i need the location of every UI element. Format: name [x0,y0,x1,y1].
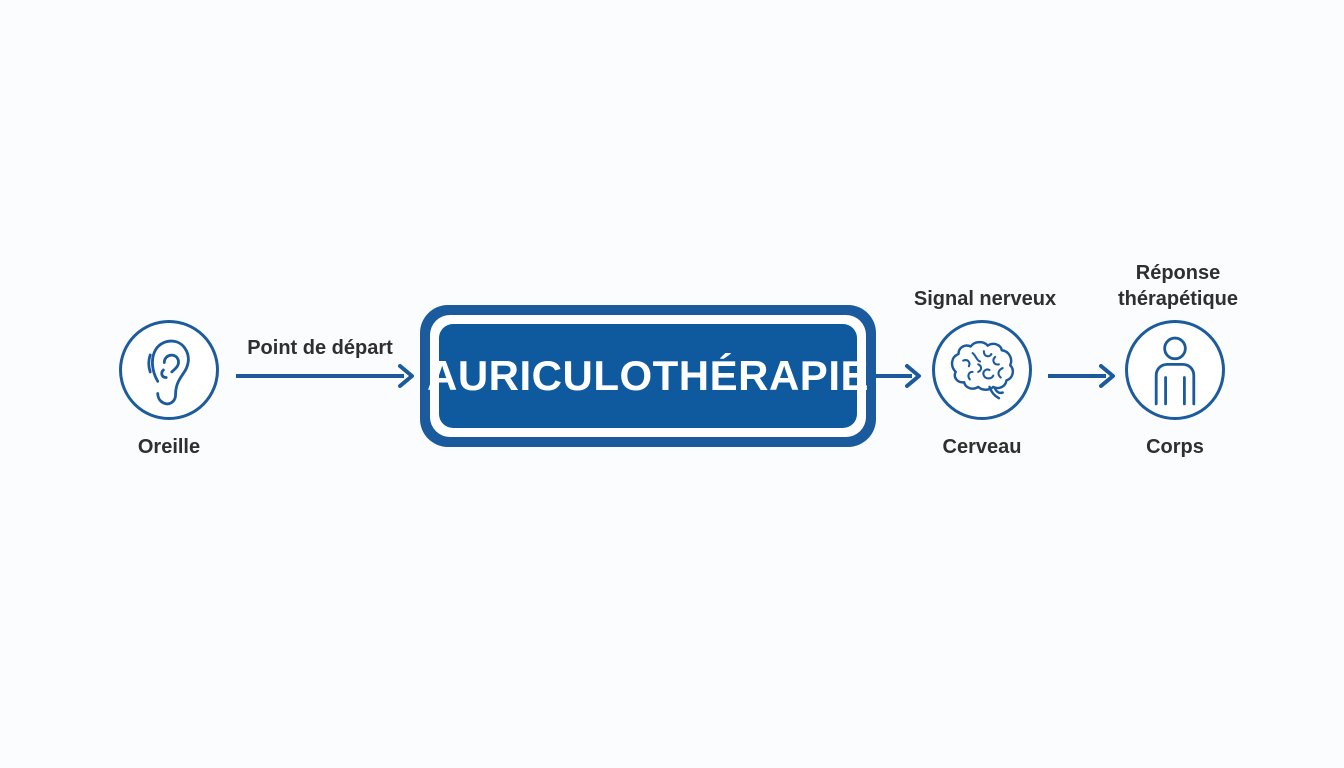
edge-label-starting-point: Point de départ [247,337,393,359]
arrow-ear-to-center [236,364,414,388]
brain-icon [950,340,1015,400]
central-box-ring: AURICULOTHÉRAPIE [427,315,869,437]
edge-label-therapeutic-response-line2: thérapétique [1117,288,1239,310]
arrow-brain-to-body [1048,364,1115,388]
person-icon [1154,336,1196,406]
body-node [1125,320,1225,420]
arrow-center-to-brain [876,364,921,388]
brain-label: Cerveau [942,436,1022,458]
ear-node [119,320,219,420]
central-title: AURICULOTHÉRAPIE [427,352,870,399]
body-label: Corps [1146,436,1204,458]
edge-label-therapeutic-response-line1: Réponse [1135,262,1221,284]
ear-label: Oreille [137,436,201,458]
central-concept-box: AURICULOTHÉRAPIE [420,305,876,447]
brain-node [932,320,1032,420]
ear-icon [147,339,190,406]
edge-label-nerve-signal: Signal nerveux [913,288,1057,310]
central-box-inner: AURICULOTHÉRAPIE [427,324,869,428]
